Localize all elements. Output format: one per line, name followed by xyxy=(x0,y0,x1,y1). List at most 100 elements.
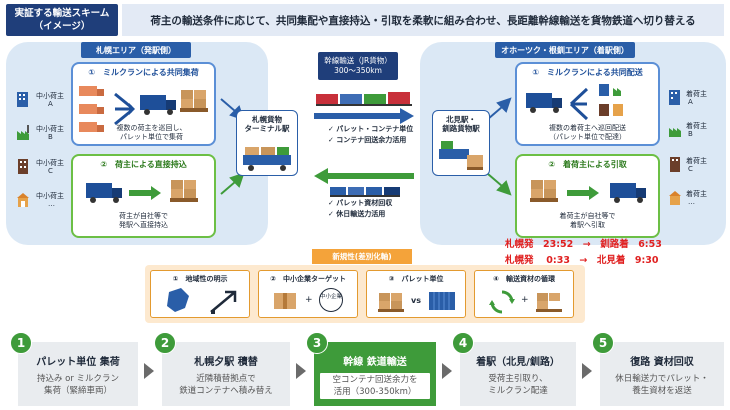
novelty-sme-target: ② 中小企業ターゲット + 中小企業 xyxy=(258,270,358,318)
consignee-c: 着荷主 C xyxy=(668,157,707,173)
step-2-desc: 近隣積替拠点で 鉄道コンテナへ積み替え xyxy=(168,373,284,397)
pallet-boxes-icon xyxy=(180,90,208,112)
step-4-desc-line1: 受荷主引取り、 xyxy=(488,374,548,384)
right-arrow-icon xyxy=(129,186,161,200)
sapporo-area-label: 札幌エリア（発駅側） xyxy=(81,42,191,58)
milk-run-delivery-desc-line2: （パレット単位で配達） xyxy=(549,133,626,141)
scheme-title-badge: 実証する輸送スキーム （イメージ） xyxy=(6,4,118,36)
flow-arrow-blue-icon xyxy=(487,97,512,120)
shipper-b-line2: B xyxy=(48,133,53,141)
kitami-station-line2: 釧路貨物駅 xyxy=(442,124,480,133)
consignee-b-line2: B xyxy=(688,130,693,138)
step-5-desc: 休日輸送力でパレット・ 養生資材を返送 xyxy=(606,373,718,397)
consignee-a-line1: 着荷主 xyxy=(686,90,707,98)
step-1-desc: 持込み or ミルクラン 集荷（緊締車両） xyxy=(24,373,132,397)
scheme-title: 実証する輸送スキーム xyxy=(14,8,110,19)
shipper-a-line2: A xyxy=(48,100,53,108)
step-3-trunk-rail: 3 幹線 鉄道輸送 空コンテナ回送余力を 活用（300-350km） xyxy=(306,332,436,406)
direct-delivery-box: ② 荷主による直接持込 荷主が自社等で 発駅へ直接持込 xyxy=(71,154,216,238)
milk-run-collection-box: ① ミルクランによる共同集荷 複数の荷主を巡回し、 パレット単位で集荷 xyxy=(71,62,216,146)
sapporo-freight-terminal: 札幌貨物 ターミナル駅 xyxy=(236,110,298,176)
shipper-b: 中小荷主 B xyxy=(17,125,64,141)
step-5-material-return: 5 復路 資材回収 休日輸送力でパレット・ 養生資材を返送 xyxy=(592,332,724,406)
milk-run-collection-title: ① ミルクランによる共同集荷 xyxy=(88,68,199,77)
step-5-desc-line1: 休日輸送力でパレット・ xyxy=(615,374,709,384)
outbound-check-2: ✓ コンテナ回送余力活用 xyxy=(328,136,407,144)
consignee-pickup-desc: 着荷主が自社等で 着駅へ引取 xyxy=(521,212,654,230)
factory-icon xyxy=(17,125,29,140)
consignee-pickup-desc-line2: 着駅へ引取 xyxy=(570,221,605,229)
novelty-cycle-title: ④ 輸送資材の循環 xyxy=(493,275,555,283)
novelty-regional-title: ① 地域性の明示 xyxy=(172,275,228,283)
direct-delivery-desc: 荷主が自社等で 発駅へ直接持込 xyxy=(77,212,210,230)
building-icon xyxy=(669,90,680,105)
novelty-material-cycle: ④ 輸送資材の循環 + xyxy=(474,270,574,318)
direct-delivery-desc-line2: 発駅へ直接持込 xyxy=(119,221,168,229)
step-4-title: 着駅（北見/釧路） xyxy=(476,357,560,368)
milk-run-collection-desc-line1: 複数の荷主を巡回し、 xyxy=(116,124,187,132)
step-1-desc-line2: 集荷（緊締車両） xyxy=(43,386,112,396)
shipper-etc-line1: 中小荷主 xyxy=(36,192,64,200)
step-3-desc-line1: 空コンテナ回送余力を xyxy=(332,375,418,385)
consignee-b: 着荷主 B xyxy=(668,122,707,138)
step-3-title: 幹線 鉄道輸送 xyxy=(343,357,407,368)
sapporo-station-line1: 札幌貨物 xyxy=(252,115,282,124)
outbound-arrow-icon xyxy=(314,108,414,124)
plus-icon: + xyxy=(521,295,529,305)
delivery-truck-icon xyxy=(140,95,176,115)
step-4-arrival-station: 4 着駅（北見/釧路） 受荷主引取り、 ミルクラン配達 xyxy=(452,332,576,406)
return-check-2: ✓ 休日輸送力活用 xyxy=(328,210,386,218)
milk-run-delivery-box: ① ミルクランによる共同配送 複数の着荷主へ巡回配送 （パレット単位で配達） xyxy=(515,62,660,146)
trunk-transport-badge: 幹線輸送（JR貨物） 300～350km xyxy=(318,52,398,80)
step-4-number: 4 xyxy=(452,332,474,354)
merge-arrows-icon xyxy=(114,92,135,126)
consignee-pickup-title: ② 着荷主による引取 xyxy=(548,160,627,169)
container-icon xyxy=(429,292,455,310)
flow-arrow-green-icon xyxy=(220,172,245,195)
consignee-pickup-box: ② 着荷主による引取 着荷主が自社等で 着駅へ引取 xyxy=(515,154,660,238)
sapporo-station-line2: ターミナル駅 xyxy=(244,124,290,133)
timetable-kushiro: 札幌発 23:52 → 釧路着 6:53 xyxy=(505,239,662,250)
shop-icon xyxy=(17,193,29,207)
cargo-box-icon xyxy=(274,293,296,309)
step-3-desc: 空コンテナ回送余力を 活用（300-350km） xyxy=(320,373,430,399)
shipper-b-line1: 中小荷主 xyxy=(36,125,64,133)
small-trucks-icon xyxy=(79,86,104,132)
step-arrow-icon xyxy=(144,363,154,379)
consignee-c-line1: 着荷主 xyxy=(686,157,707,165)
consignee-b-line1: 着荷主 xyxy=(686,122,707,130)
building-icon xyxy=(17,92,28,107)
step-1-title: パレット単位 集荷 xyxy=(36,357,120,368)
timetable-kitami: 札幌発 0:33 → 北見着 9:30 xyxy=(505,255,659,266)
factory-icon xyxy=(669,128,681,137)
flow-arrow-green-icon xyxy=(487,173,512,196)
direct-delivery-desc-line1: 荷主が自社等で xyxy=(119,212,168,220)
step-4-desc: 受荷主引取り、 ミルクラン配達 xyxy=(466,373,570,397)
return-arrow-icon xyxy=(314,168,414,184)
delivery-truck-icon xyxy=(610,183,646,203)
milk-run-collection-desc: 複数の荷主を巡回し、 パレット単位で集荷 xyxy=(93,124,210,142)
shipper-c-line2: C xyxy=(48,167,53,175)
step-arrow-icon xyxy=(582,363,592,379)
shipper-a-line1: 中小荷主 xyxy=(36,92,64,100)
consignee-etc: 着荷主 … xyxy=(668,190,707,206)
step-3-number: 3 xyxy=(306,332,328,354)
pallet-boxes-icon xyxy=(170,180,198,202)
return-check-1: ✓ パレット資材回収 xyxy=(328,199,393,207)
pallet-boxes-icon xyxy=(536,293,562,312)
milk-run-delivery-desc: 複数の着荷主へ巡回配送 （パレット単位で配達） xyxy=(521,124,654,142)
step-1-pallet-collection: 1 パレット単位 集荷 持込み or ミルクラン 集荷（緊締車両） xyxy=(10,332,138,406)
buildings-icon xyxy=(599,84,623,116)
kitami-station-line1: 北見駅・ xyxy=(446,115,476,124)
step-1-desc-line1: 持込み or ミルクラン xyxy=(36,374,120,384)
shipper-c-line1: 中小荷主 xyxy=(36,159,64,167)
novelty-pallet-title: ③ パレット単位 xyxy=(388,275,444,283)
step-5-number: 5 xyxy=(592,332,614,354)
step-arrow-icon xyxy=(296,363,306,379)
right-arrow-icon xyxy=(567,186,599,200)
shipper-etc-line2: … xyxy=(48,200,55,208)
outbound-check-1: ✓ パレット・コンテナ単位 xyxy=(328,125,414,133)
versus-label: vs xyxy=(411,296,421,305)
outbound-checks: ✓ パレット・コンテナ単位 ✓ コンテナ回送余力活用 xyxy=(328,124,413,146)
step-arrow-icon xyxy=(442,363,452,379)
